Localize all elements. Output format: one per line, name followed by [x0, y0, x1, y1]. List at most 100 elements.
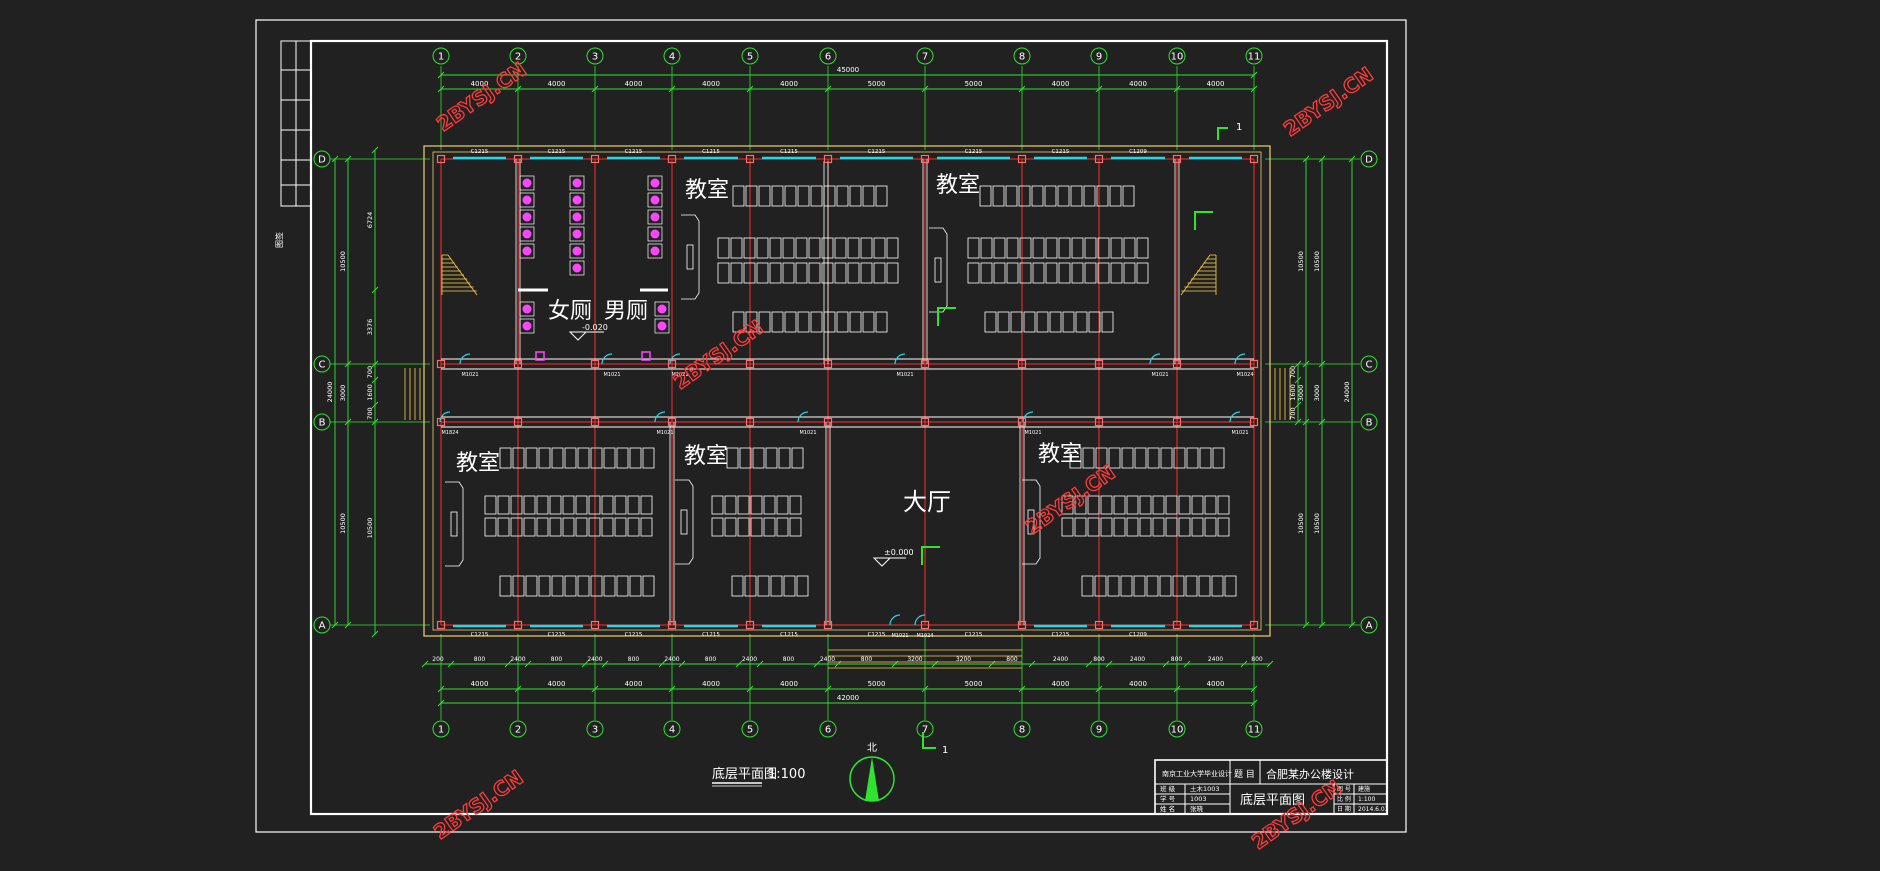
- desk: [737, 495, 750, 515]
- desk: [770, 575, 783, 597]
- axis-label: B: [1366, 418, 1373, 429]
- lectern: [1022, 479, 1041, 565]
- desk: [993, 237, 1006, 259]
- toilet-fixture: [650, 229, 660, 239]
- desk: [523, 517, 536, 537]
- desk: [744, 575, 757, 597]
- wall-layer: [404, 145, 1291, 669]
- column: [667, 359, 677, 369]
- watermark: 2BYSJ.CN: [669, 315, 767, 394]
- door-tag: M1021: [671, 372, 688, 378]
- dim-text: 800: [628, 656, 640, 663]
- door-tag: M1021: [656, 430, 673, 436]
- dim-text: 3200: [956, 656, 971, 663]
- dim-text: 10500: [1313, 513, 1321, 534]
- watermark: 2BYSJ.CN: [1279, 62, 1377, 141]
- desk: [1110, 262, 1123, 284]
- window-tag: C1215: [1052, 632, 1070, 638]
- desk: [499, 575, 512, 597]
- window-tag: C1215: [625, 149, 643, 155]
- column: [590, 359, 600, 369]
- toilet-stall: [647, 226, 663, 242]
- desk: [1096, 185, 1109, 207]
- desk: [967, 262, 980, 284]
- desk: [1058, 237, 1071, 259]
- axis-bubble: [586, 720, 604, 738]
- toilet-stall: [519, 175, 535, 191]
- desk: [1113, 495, 1126, 515]
- axis-bubble: [663, 47, 681, 65]
- desk: [873, 262, 886, 284]
- desk: [821, 237, 834, 259]
- dim-text: 800: [551, 656, 563, 663]
- desk: [1123, 262, 1136, 284]
- desk: [1136, 262, 1149, 284]
- dim-text: 700: [366, 366, 374, 378]
- dim-total-bottom: 42000: [837, 694, 859, 702]
- desk: [1006, 262, 1019, 284]
- axis-label: C: [1366, 360, 1373, 371]
- desk: [1217, 517, 1230, 537]
- desk: [1071, 237, 1084, 259]
- dim-text: 4000: [702, 680, 720, 688]
- dim-text: 800: [1093, 656, 1105, 663]
- column: [1249, 359, 1259, 369]
- desk: [575, 495, 588, 515]
- window-tag: C1215: [868, 149, 886, 155]
- desk: [717, 237, 730, 259]
- desk: [1036, 311, 1049, 333]
- desk: [771, 185, 784, 207]
- door-tag: M1021: [896, 372, 913, 378]
- desk: [484, 495, 497, 515]
- desk: [730, 262, 743, 284]
- desk: [1178, 495, 1191, 515]
- door-tag: M1021: [1024, 430, 1041, 436]
- window-tag: C1215: [780, 149, 798, 155]
- desk: [873, 237, 886, 259]
- axis-label: 11: [1248, 725, 1261, 736]
- desk: [1224, 575, 1237, 597]
- title-block-school: 南京工业大学毕业设计: [1162, 769, 1232, 778]
- desk: [821, 262, 834, 284]
- lectern: [929, 227, 948, 313]
- desk: [784, 311, 797, 333]
- desk: [525, 447, 538, 469]
- desk: [627, 517, 640, 537]
- drawing-title: 底层平面图 1:100: [712, 766, 805, 787]
- desk: [1159, 575, 1172, 597]
- dim-text: 1600: [1289, 384, 1297, 401]
- toilet-fixture: [650, 195, 660, 205]
- title-block-project-label: 题 目: [1234, 769, 1255, 780]
- dim-text: 10500: [1297, 251, 1305, 272]
- axis-bubble: [916, 47, 934, 65]
- desk: [525, 575, 538, 597]
- desk: [789, 495, 802, 515]
- window-tag: C1215: [702, 632, 720, 638]
- window-tag: C1215: [1052, 149, 1070, 155]
- desk: [1088, 311, 1101, 333]
- desk: [1074, 495, 1087, 515]
- axis-bubble: [1360, 413, 1378, 431]
- north-label: 北: [867, 742, 877, 754]
- svg-text:-0.020: -0.020: [582, 323, 608, 332]
- axis-label: 3: [592, 725, 598, 736]
- room-label-hall: 大厅: [903, 488, 951, 516]
- toilet-fixture: [572, 263, 582, 273]
- toilet-fixture: [572, 212, 582, 222]
- window-tag: C1215: [780, 632, 798, 638]
- column: [436, 620, 446, 630]
- desk: [1191, 495, 1204, 515]
- column: [667, 154, 677, 164]
- dim-text: 4000: [471, 680, 489, 688]
- desk: [860, 237, 873, 259]
- desk: [862, 311, 875, 333]
- desk: [1107, 575, 1120, 597]
- dim-text: 4000: [780, 680, 798, 688]
- desk: [1204, 517, 1217, 537]
- desk: [1018, 185, 1031, 207]
- desk: [810, 311, 823, 333]
- dim-text: 10500: [1297, 513, 1305, 534]
- axis-label: A: [1366, 621, 1373, 632]
